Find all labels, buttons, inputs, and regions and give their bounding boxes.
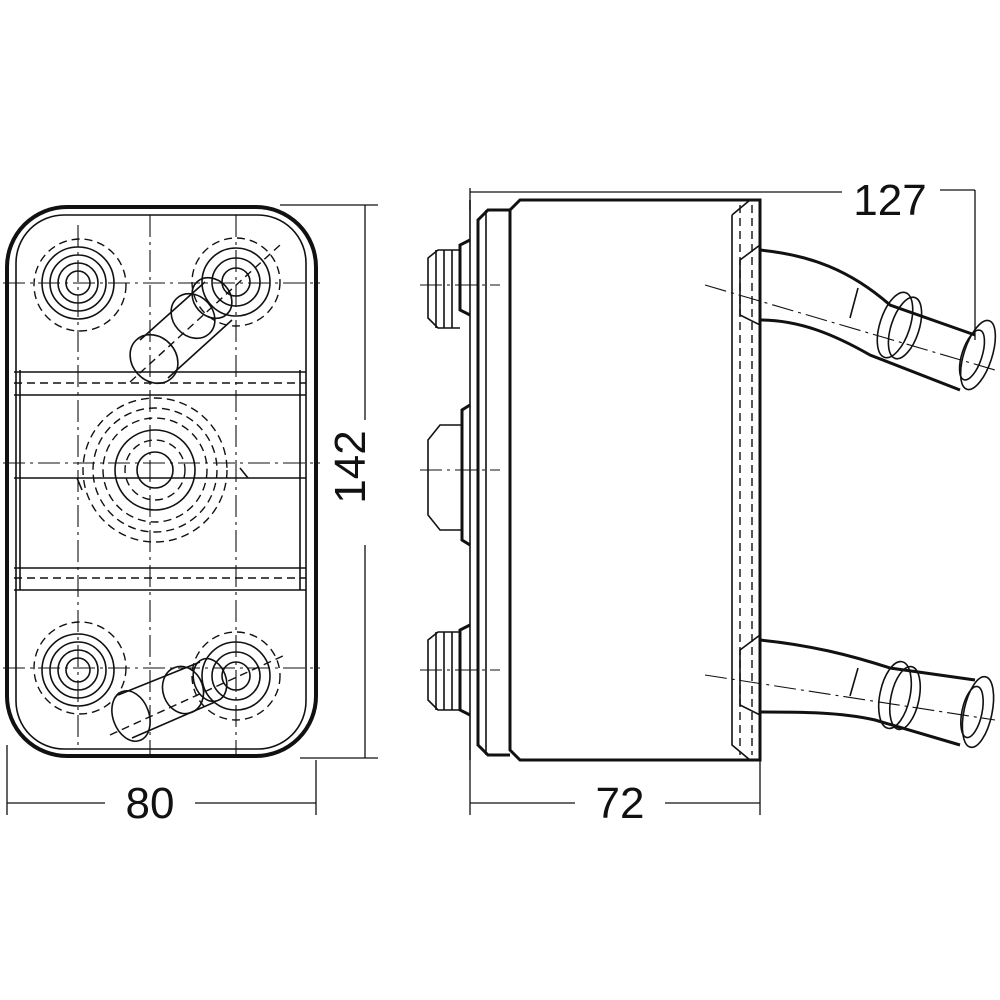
side-pipe-bottom xyxy=(704,633,996,749)
front-view-outer-body xyxy=(5,205,318,758)
dimension-depth: 72 xyxy=(469,760,761,828)
width-label: 80 xyxy=(126,779,175,828)
port-bottom-left xyxy=(33,621,127,715)
dimension-overall: 127 xyxy=(469,176,976,340)
front-view xyxy=(3,205,320,758)
side-fitting-bottom xyxy=(420,623,500,717)
port-top-left xyxy=(33,238,127,332)
port-center xyxy=(76,397,249,543)
height-label: 142 xyxy=(326,430,375,503)
side-fitting-middle xyxy=(420,403,500,547)
port-top-right xyxy=(129,237,281,385)
dimension-height: 142 xyxy=(280,204,378,759)
side-fitting-top xyxy=(420,238,500,329)
port-bottom-right xyxy=(109,631,286,742)
side-view xyxy=(420,198,997,762)
side-view-housing xyxy=(508,198,762,762)
side-pipe-top xyxy=(704,243,997,392)
front-view-inner-plate xyxy=(15,214,307,750)
overall-label: 127 xyxy=(853,176,926,225)
depth-label: 72 xyxy=(596,779,645,828)
dimension-width: 80 xyxy=(6,745,317,828)
